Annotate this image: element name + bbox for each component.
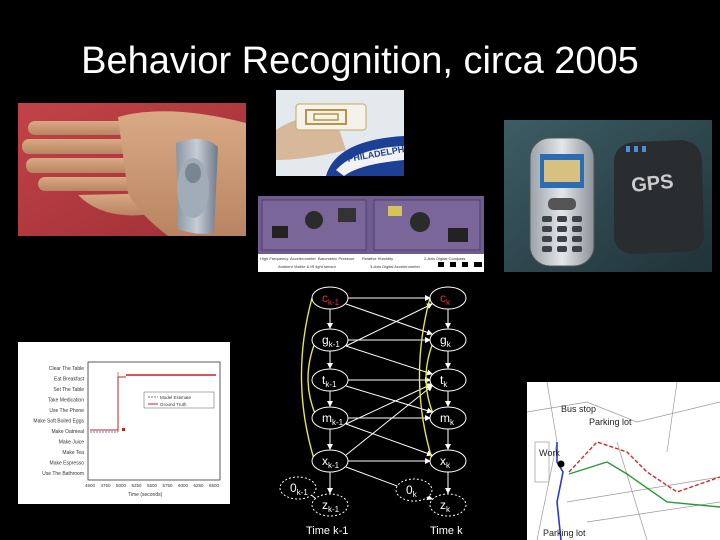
map-label-bus-stop: Bus stop <box>561 404 596 414</box>
dbn-node-x-k-minus-1: xk-1 <box>311 449 349 473</box>
dbn-node-z-k: zk <box>429 493 467 517</box>
board-label: Ambient Visible & IR light sensor <box>278 264 337 269</box>
time-k-minus-1-label: Time k-1 <box>306 525 348 537</box>
phone-gps-photo: GPS <box>504 120 712 272</box>
activity-y-label: Eat Breakfast <box>54 377 85 383</box>
dbn-node-g-k-minus-1: gk-1 <box>311 328 349 352</box>
dbn-node-m-k: mk <box>429 406 467 430</box>
dbn-node-c-k: ck <box>429 286 467 310</box>
rfid-tag-photo: PHILADELPHIA <box>276 90 404 176</box>
activity-x-tick: 4750 <box>100 483 111 488</box>
dbn-node-x-k: xk <box>429 449 467 473</box>
board-label: 3-Axis Digital Accelerometer <box>370 264 421 269</box>
map-label-parking-lot-bottom: Parking lot <box>543 528 586 538</box>
svg-text:ck: ck <box>440 291 451 307</box>
dbn-node-o-k: 0k <box>395 478 433 502</box>
board-label: 2-Axis Digital Compass <box>424 256 465 261</box>
activity-y-label: Clear The Table <box>49 366 84 372</box>
activity-y-label: Make Juice <box>59 440 85 446</box>
dbn-skip-arc <box>307 339 317 417</box>
dbn-edge <box>345 383 433 425</box>
activity-x-tick: 5000 <box>116 483 127 488</box>
time-k-label: Time k <box>430 525 463 537</box>
slide-title: Behavior Recognition, circa 2005 <box>81 40 639 82</box>
activity-y-label: Take Medication <box>48 398 84 404</box>
board-label: High Frequency <box>260 256 288 261</box>
dbn-node-t-k-minus-1: tk-1 <box>311 368 349 392</box>
dbn-diagram: ck-1 gk-1 tk-1 mk-1 xk-1 zk-1 ck gk tk mk xk zk 0k-1… <box>279 286 467 537</box>
board-label: Barometric Pressure <box>318 256 355 261</box>
activity-x-label: Time (seconds) <box>128 492 163 498</box>
location-map-svg: Bus stop Parking lot Work Parking lot <box>527 382 720 540</box>
board-label: Accelerometer <box>290 256 316 261</box>
activity-x-tick: 6000 <box>178 483 189 488</box>
gps-label-text: GPS <box>630 171 674 197</box>
dbn-node-o-k-minus-1: 0k-1 <box>279 476 317 500</box>
dbn-node-c-k-minus-1: ck-1 <box>311 286 349 310</box>
activity-y-label: Make Espresso <box>50 461 85 467</box>
activity-x-tick: 4600 <box>85 483 96 488</box>
svg-text:zk: zk <box>440 498 451 514</box>
board-label: Relative Humidity <box>362 256 393 261</box>
sensor-board-photo: High Frequency Accelerometer Barometric … <box>258 196 484 272</box>
dbn-node-g-k: gk <box>429 328 467 352</box>
activity-y-label: Make Oatmeal <box>51 429 84 435</box>
wrist-sensor-image <box>18 103 246 236</box>
map-label-parking-lot-top: Parking lot <box>589 417 632 427</box>
activity-x-tick: 5250 <box>131 483 142 488</box>
activity-x-tick: 5500 <box>147 483 158 488</box>
dbn-edge <box>345 303 433 347</box>
activity-y-label: Set The Table <box>53 387 84 393</box>
dbn-node-z-k-minus-1: zk-1 <box>311 493 349 517</box>
phone-gps-image: GPS <box>504 120 712 272</box>
activity-y-label: Make Soft Boiled Eggs <box>33 419 84 425</box>
dbn-edge <box>345 385 433 456</box>
activity-y-label: Make Tea <box>62 450 84 456</box>
activity-x-tick: 5750 <box>162 483 173 488</box>
map-label-work: Work <box>539 448 560 458</box>
svg-text:gk: gk <box>440 333 452 349</box>
dbn-edge <box>345 385 433 414</box>
dbn-edge <box>345 423 433 457</box>
dbn-skip-arc <box>300 297 315 460</box>
dbn-node-t-k: tk <box>429 368 467 392</box>
sensor-board-image: High Frequency Accelerometer Barometric … <box>258 196 484 272</box>
rfid-tag-image: PHILADELPHIA <box>276 90 404 176</box>
dbn-edge <box>345 345 433 376</box>
dbn-edge <box>345 303 433 336</box>
dbn-node-m-k-minus-1: mk-1 <box>311 406 349 430</box>
svg-text:xk: xk <box>440 454 451 470</box>
wrist-sensor-photo <box>18 103 246 236</box>
activity-y-label: Use The Bathroom <box>42 471 84 477</box>
activity-x-tick: 6250 <box>193 483 204 488</box>
legend-model-estimate: Model Estimate <box>160 395 192 400</box>
svg-text:tk: tk <box>440 373 448 389</box>
dbn-skip-arc <box>425 339 435 417</box>
svg-text:0k: 0k <box>406 483 418 499</box>
legend-ground-truth: Ground Truth <box>160 402 187 407</box>
location-map: Bus stop Parking lot Work Parking lot <box>527 382 720 540</box>
activity-x-tick: 6500 <box>209 483 220 488</box>
dbn-skip-arc <box>418 297 433 460</box>
activity-y-label: Use The Phone <box>49 408 84 414</box>
